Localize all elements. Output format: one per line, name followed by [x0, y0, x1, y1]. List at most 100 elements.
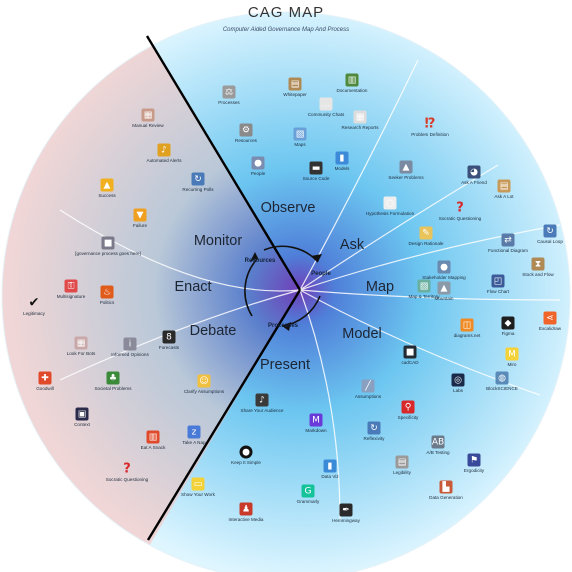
item-label: People: [250, 171, 266, 176]
abcd-icon: AB: [431, 435, 445, 449]
chart-icon: ▮: [323, 459, 337, 473]
fire-icon: ♨: [100, 285, 114, 299]
cycle-people: People: [311, 271, 331, 277]
speech-bubble-icon: …: [319, 97, 333, 111]
hourglass-icon: ⧗: [531, 257, 545, 271]
miro-icon: M: [505, 347, 519, 361]
pin-icon: ⚲: [401, 400, 415, 414]
item-label: Labs: [453, 388, 463, 393]
eight-ball-icon: 8: [162, 330, 176, 344]
figma-icon: ◆: [501, 316, 515, 330]
item-label: Look For Bots: [66, 351, 96, 356]
lab-circle-icon: ◎: [451, 373, 465, 387]
item-label: Specificity: [397, 415, 419, 420]
map-subtitle: Computer Aided Governance Map And Proces…: [222, 27, 350, 33]
thumbs-up-icon: ▲: [100, 178, 114, 192]
stage-observe: Observe: [260, 200, 316, 216]
item-label: Success: [98, 193, 116, 198]
laptop-icon: ▬: [309, 161, 323, 175]
item-label: Show Your Work: [181, 492, 215, 497]
item-label: Map & Territory: [408, 294, 440, 299]
thumbs-down-icon: ▼: [133, 208, 147, 222]
item-label: Flow Chart: [486, 289, 510, 294]
cycle-icon: ↻: [191, 172, 205, 186]
question-mark-icon: ?: [123, 461, 131, 477]
cube-icon: ■: [101, 236, 115, 250]
item-label: Miro: [507, 362, 517, 367]
item-label: BlockSCIENCE: [486, 386, 518, 391]
zzz-icon: z: [187, 425, 201, 439]
item-label: Excalidraw: [538, 326, 562, 331]
item-label: Failure: [132, 223, 148, 228]
microphone-icon: ♪: [255, 393, 269, 407]
item-label: Ask A Friend: [461, 180, 487, 185]
item-label: Hemmingway: [332, 518, 360, 523]
stage-monitor: Monitor: [193, 233, 243, 249]
markdown-icon: M: [309, 413, 323, 427]
item-label: Whitepaper: [283, 92, 307, 97]
manual-icon: ▦: [141, 108, 155, 122]
item-label: Data Generation: [429, 495, 463, 500]
factory-icon: ▙: [439, 480, 453, 494]
arrows-icon: ⇄: [501, 233, 515, 247]
item-label: Politics: [99, 300, 115, 305]
item-label: Mountain: [434, 296, 454, 301]
loop-icon: ↻: [543, 224, 557, 238]
item-label: Ask A Lot: [494, 194, 514, 199]
item-label: Legitimacy: [23, 311, 45, 316]
item-label: Documentation: [336, 88, 368, 93]
item-label: Forecasts: [158, 345, 180, 350]
bell-icon: ♪: [157, 143, 171, 157]
item-label: Data Viz: [321, 474, 339, 479]
joystick-icon: ♟: [239, 502, 253, 516]
item-label: Legibility: [393, 470, 411, 475]
map-title: CAG MAP: [247, 4, 325, 21]
newspaper-icon: ▤: [395, 455, 409, 469]
black-circle-icon: ●: [239, 445, 253, 459]
blockscience-icon: ◍: [495, 371, 509, 385]
flow-chart-icon: ◰: [491, 274, 505, 288]
tree-icon: ♣: [106, 371, 120, 385]
question-mark-icon: ?: [456, 200, 464, 216]
item-label: Eat A Snack: [140, 445, 166, 450]
diagram-icon: ◫: [460, 318, 474, 332]
item-label: Design Rationale: [408, 241, 444, 246]
item-label: Processes: [218, 100, 240, 105]
item-label: Models: [334, 166, 350, 171]
item-label: Socratic Questioning: [438, 216, 482, 221]
item-label: Recurring Polls: [182, 187, 214, 192]
item-label: Reflexivity: [363, 436, 385, 441]
item-label: Hypothesis Formulation: [365, 211, 415, 216]
map-icon: ▧: [293, 127, 307, 141]
item-label: Community Chats: [307, 112, 345, 117]
item-label: Stock and Flow: [522, 272, 554, 277]
clipboard-icon: ▤: [497, 179, 511, 193]
checkmark-icon: ✔: [28, 295, 40, 311]
item-label: Assumptions: [354, 394, 382, 399]
cycle-processes: Processes: [267, 323, 299, 329]
item-label: [governance process goes here]: [75, 251, 141, 256]
item-label: Research Reports: [341, 125, 379, 130]
item-label: Markdown: [305, 428, 327, 433]
dark-image-icon: ▣: [75, 407, 89, 421]
bar-chart-icon: ▮: [335, 151, 349, 165]
item-label: Informed Opinions: [111, 352, 149, 357]
item-label: Context: [74, 422, 90, 427]
gear-icon: ⚙: [239, 123, 253, 137]
item-label: Keep It Simple: [231, 460, 261, 465]
item-label: cadCAD: [401, 360, 419, 365]
thought-cloud-icon: ○: [383, 196, 397, 210]
triangle-icon: ▲: [399, 160, 413, 174]
stage-ask: Ask: [339, 237, 365, 253]
popcorn-icon: ▥: [146, 430, 160, 444]
stage-enact: Enact: [174, 279, 212, 295]
item-label: Societal Problems: [94, 386, 132, 391]
item-label: diagrams.net: [453, 333, 481, 338]
item-label: Multisignature: [56, 294, 86, 299]
item-label: Automated Alerts: [146, 158, 182, 163]
item-label: Resources: [235, 138, 257, 143]
item-label: Maps: [294, 142, 306, 147]
stage-model: Model: [342, 326, 382, 342]
